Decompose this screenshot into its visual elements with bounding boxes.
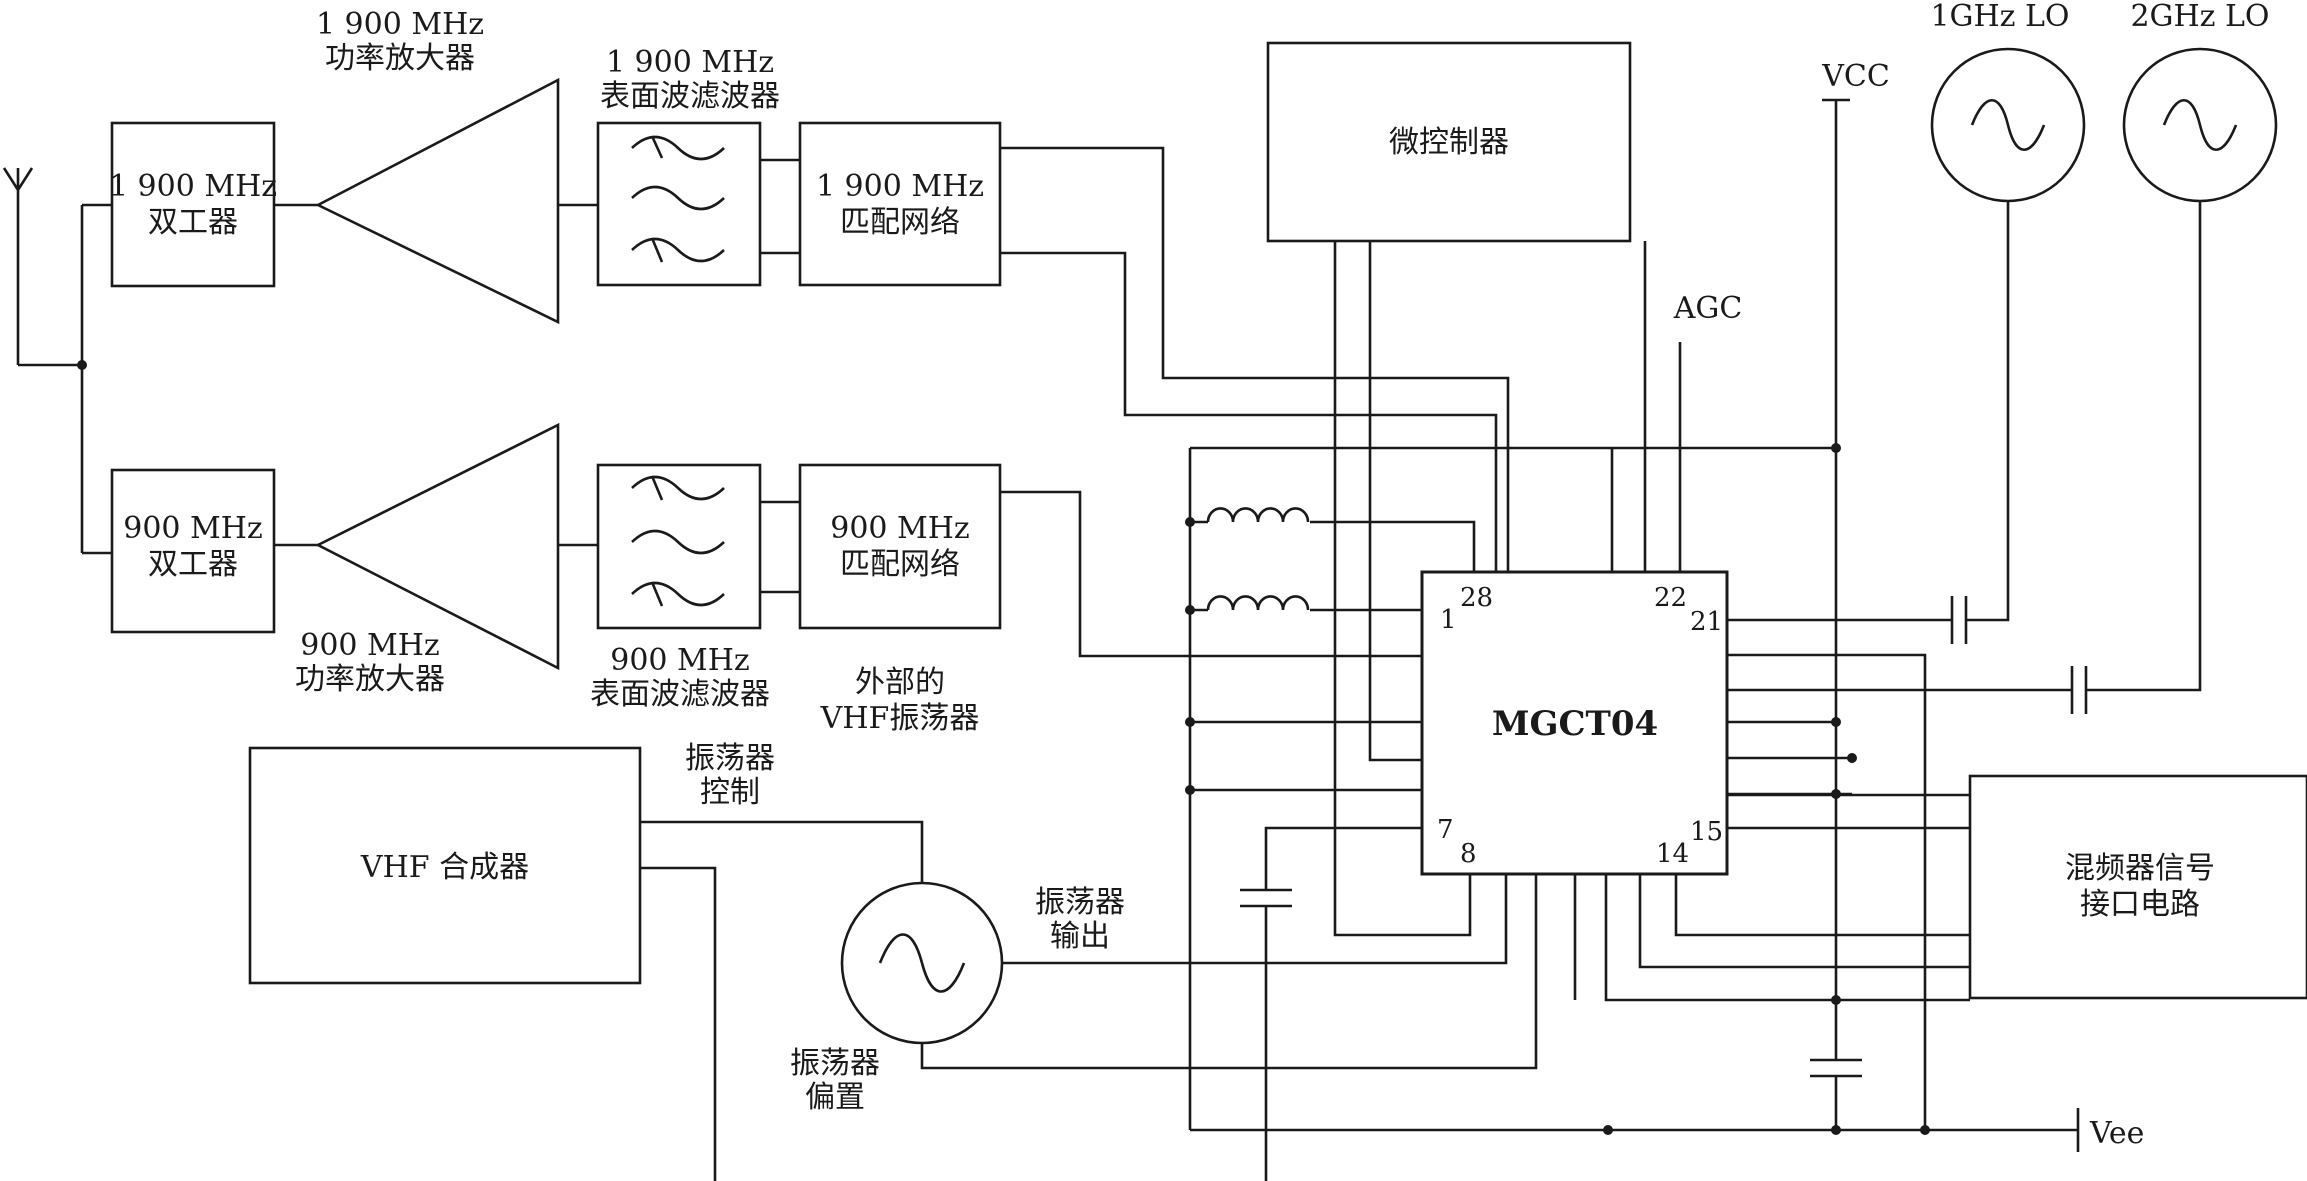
coupling-capacitor-lo2 — [2070, 666, 2088, 714]
match-1900-line2: 匹配网络 — [840, 205, 960, 240]
pin-7: 7 — [1437, 815, 1454, 845]
ext-vhf-label-line1: 外部的 — [855, 665, 945, 700]
duplexer-900-line1: 900 MHz — [123, 511, 262, 546]
pa-900-label-line2: 功率放大器 — [295, 662, 445, 697]
vee-junction-2 — [1831, 1125, 1841, 1135]
wire-lo2-chip — [1727, 201, 2202, 692]
vee-junction-1 — [1603, 1125, 1613, 1135]
duplexer-900: 900 MHz 双工器 — [110, 468, 276, 634]
antenna-feed-wire — [18, 203, 112, 555]
bypass-capacitor-vcc — [1810, 1058, 1862, 1078]
pin-28: 28 — [1460, 583, 1493, 613]
pin-14: 14 — [1656, 839, 1689, 869]
pa-900-label-line1: 900 MHz — [300, 628, 439, 663]
inductor-1 — [1206, 507, 1310, 523]
wire-saw1900-match — [760, 158, 800, 255]
microcontroller-label: 微控制器 — [1389, 125, 1509, 160]
wire-mcu-chip — [1333, 241, 1647, 937]
pin-1: 1 — [1440, 605, 1457, 635]
vhf-oscillator — [840, 881, 1004, 1045]
matching-network-1900: 1 900 MHz 匹配网络 — [798, 121, 1002, 287]
vhf-synthesizer: VHF 合成器 — [248, 746, 642, 985]
lo-1ghz-label: 1GHz LO — [1930, 0, 2069, 34]
saw-900-label-line2: 表面波滤波器 — [590, 677, 770, 712]
inductor-2 — [1206, 595, 1310, 611]
vcc-label: VCC — [1821, 59, 1890, 94]
pin-22: 22 — [1654, 583, 1687, 613]
power-amplifier-900 — [315, 422, 560, 671]
antenna-junction — [77, 360, 87, 370]
osc-bias-line1: 振荡器 — [790, 1046, 880, 1081]
lo-2ghz-label: 2GHz LO — [2130, 0, 2269, 34]
wire-synth-osc-ctrl — [640, 820, 924, 884]
mixer-if-line2: 接口电路 — [2080, 887, 2200, 922]
mgct04-chip: MGCT04 1 28 22 21 7 8 14 15 — [1420, 570, 1729, 876]
wire-osc-bias — [920, 874, 1538, 1070]
mixer-interface-circuit: 混频器信号 接口电路 — [1968, 774, 2307, 1000]
agc-label: AGC — [1673, 291, 1743, 326]
vee-junction-3 — [1920, 1125, 1930, 1135]
pin-8: 8 — [1460, 839, 1477, 869]
bus-junction-2 — [1185, 605, 1195, 615]
wire-chip-mixer — [1573, 793, 1970, 1002]
microcontroller: 微控制器 — [1266, 41, 1632, 243]
ext-vhf-label-line2: VHF振荡器 — [820, 701, 980, 736]
match-900-line1: 900 MHz — [830, 511, 969, 546]
wire-vcc-chip — [1190, 446, 1836, 572]
power-amplifier-1900 — [315, 77, 560, 325]
vcc-junction-1 — [1831, 717, 1841, 727]
osc-ctrl-line1: 振荡器 — [685, 741, 775, 776]
saw-900-label-line1: 900 MHz — [610, 643, 749, 678]
match-900-line2: 匹配网络 — [840, 547, 960, 582]
vee-rail — [1190, 1108, 2080, 1152]
right-pin-wires — [1727, 653, 1962, 1130]
coupling-capacitor-lo1 — [1950, 596, 1968, 644]
duplexer-900-line2: 双工器 — [148, 547, 238, 582]
osc-out-line1: 振荡器 — [1035, 885, 1125, 920]
vee-label: Vee — [2089, 1116, 2144, 1151]
vhf-synth-label: VHF 合成器 — [360, 850, 529, 885]
right-junction-1 — [1847, 753, 1857, 763]
duplexer-1900: 1 900 MHz 双工器 — [109, 121, 277, 288]
osc-out-line2: 输出 — [1050, 919, 1110, 954]
pa-1900-label-line1: 1 900 MHz — [316, 7, 484, 42]
saw-1900-label-line1: 1 900 MHz — [606, 45, 774, 80]
saw-1900-label-line2: 表面波滤波器 — [600, 79, 780, 114]
bus-junction-4 — [1185, 785, 1195, 795]
mixer-if-line1: 混频器信号 — [2065, 851, 2215, 886]
chip-name: MGCT04 — [1492, 704, 1658, 744]
wire-osc-out — [1002, 874, 1508, 965]
wire-saw900-match — [760, 500, 800, 594]
saw-filter-1900 — [596, 121, 762, 287]
wire-match1900-chip — [1000, 146, 1510, 572]
duplexer-1900-line2: 双工器 — [148, 205, 238, 240]
lo-1ghz — [1930, 47, 2086, 203]
pa-1900-label-line2: 功率放大器 — [325, 41, 475, 76]
bus-junction-3 — [1185, 717, 1195, 727]
bus-junction-1 — [1185, 517, 1195, 527]
match-1900-line1: 1 900 MHz — [816, 169, 984, 204]
lo-2ghz — [2122, 47, 2278, 203]
antenna-icon — [2, 167, 34, 365]
wire-match900-chip — [1000, 490, 1422, 658]
osc-ctrl-line2: 控制 — [700, 775, 760, 810]
wire-synth-out — [640, 866, 717, 1181]
vcc-junction-top — [1831, 443, 1841, 453]
pin-15: 15 — [1690, 817, 1723, 847]
wire-pin7-cap — [1264, 826, 1422, 1181]
saw-filter-900 — [596, 463, 762, 630]
vcc-rail — [1822, 98, 1850, 1000]
duplexer-1900-line1: 1 900 MHz — [109, 169, 277, 204]
pin-21: 21 — [1690, 607, 1723, 637]
osc-bias-line2: 偏置 — [805, 1080, 865, 1115]
matching-network-900: 900 MHz 匹配网络 — [798, 463, 1002, 630]
bypass-capacitor-left — [1240, 888, 1292, 908]
wire-lo1-chip — [1727, 201, 2010, 622]
